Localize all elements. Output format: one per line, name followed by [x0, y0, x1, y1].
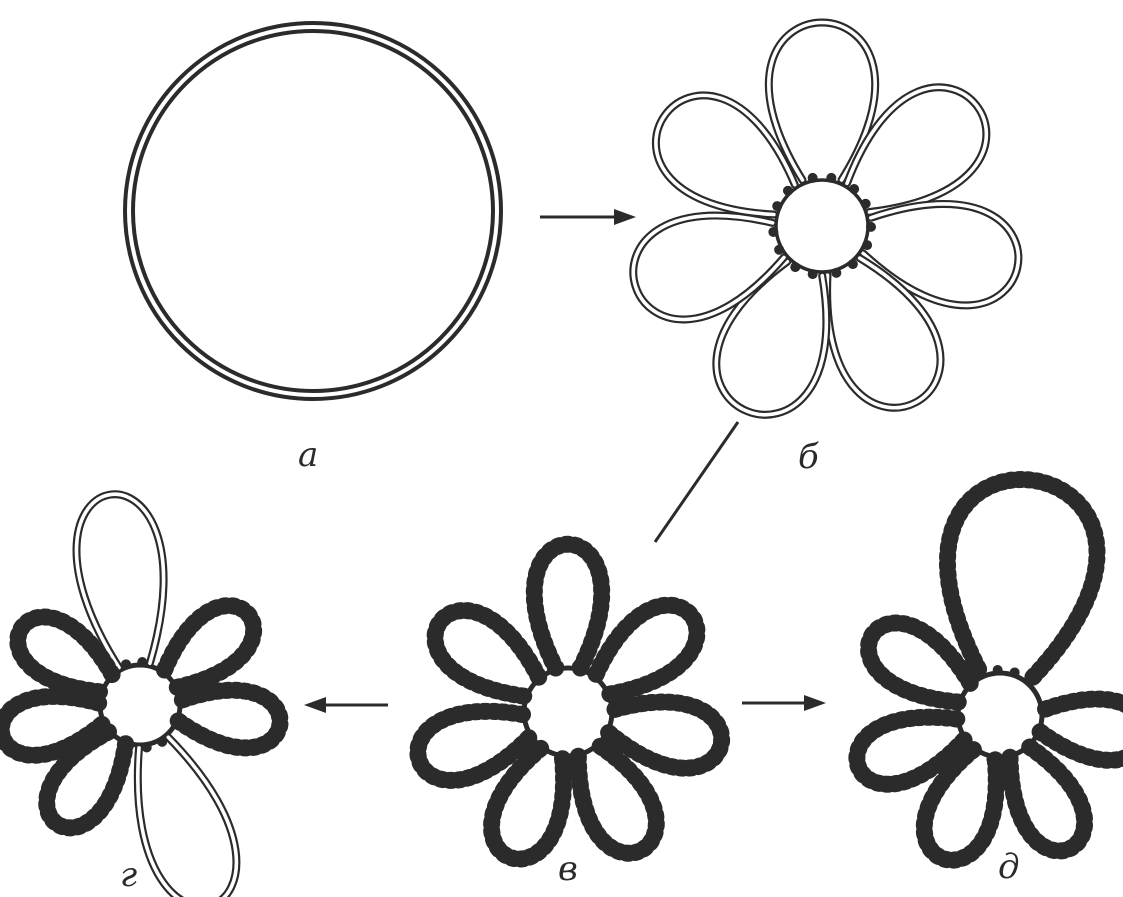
stage-e-anchor-2-1 — [1008, 753, 1018, 763]
stage-d-loop-3 — [138, 737, 237, 897]
stage-e-anchor-3-1 — [970, 748, 980, 758]
stage-b-anchor-0-0 — [808, 173, 818, 183]
stage-e-loop-2-coils — [1010, 747, 1085, 851]
stage-c-anchor-2-1 — [606, 725, 616, 735]
stage-b-loop-1 — [847, 87, 986, 212]
label-a: а — [298, 438, 318, 472]
stage-d-anchor-0-1 — [137, 657, 147, 667]
stage-b-loop-2-inner — [863, 204, 1018, 305]
stage-c-anchor-0-0 — [554, 661, 564, 671]
arrow-a-to-b — [540, 209, 636, 225]
stage-c-loop-0-coils — [534, 544, 601, 668]
stage-c-anchor-1-0 — [594, 672, 604, 682]
stage-b-loop-1-inner — [847, 87, 986, 212]
stage-d-anchor-6-1 — [104, 670, 114, 680]
stage-c-anchor-1-1 — [605, 686, 615, 696]
stage-e-anchor-1-1 — [1038, 725, 1048, 735]
stage-d-loop-2-coils — [178, 690, 280, 748]
stage-e-loop-1-coils — [1040, 699, 1123, 760]
connector-b-to-c — [655, 422, 738, 542]
stage-c-supercoiled-rosette — [418, 544, 722, 859]
stage-c-anchor-6-0 — [520, 688, 530, 698]
stage-c-loop-1-coils — [596, 605, 697, 694]
stage-b-anchor-1-1 — [861, 199, 871, 209]
stage-e-anchor-5-1 — [962, 679, 972, 689]
stage-b-anchor-3-1 — [831, 268, 841, 278]
stage-d-anchor-3-0 — [157, 737, 167, 747]
stage-c-anchor-2-0 — [610, 708, 620, 718]
label-b: б — [798, 440, 819, 474]
stage-d-anchor-1-1 — [173, 679, 183, 689]
stage-d-anchor-2-0 — [178, 698, 188, 708]
stage-b-anchor-6-0 — [772, 201, 782, 211]
stage-b-anchor-0-1 — [826, 173, 836, 183]
stage-c-anchor-5-0 — [522, 730, 532, 740]
stage-b-anchor-2-1 — [862, 240, 872, 250]
stage-c-anchor-0-1 — [572, 661, 582, 671]
label-d: г — [120, 858, 137, 892]
stage-d-anchor-1-0 — [162, 667, 172, 677]
stage-b-anchor-5-0 — [774, 245, 784, 255]
stage-d-anchor-3-1 — [142, 742, 152, 752]
stage-e-anchor-5-0 — [953, 694, 963, 704]
stage-d-anchor-5-0 — [95, 717, 105, 727]
stage-e-anchor-0-1 — [1010, 667, 1020, 677]
arrow-c-to-e — [742, 695, 826, 711]
stage-b-anchor-4-0 — [808, 269, 818, 279]
stage-b-anchor-4-1 — [790, 262, 800, 272]
stage-c-anchor-3-1 — [577, 752, 587, 762]
arrow-c-to-d — [304, 697, 388, 713]
stage-d-anchor-0-0 — [121, 659, 131, 669]
label-e: д — [998, 850, 1020, 884]
stage-b-rosette-loops — [633, 23, 1018, 415]
label-c: в — [558, 852, 578, 886]
stage-e-anchor-4-0 — [956, 733, 966, 743]
stage-e-merged-loop-rosette — [857, 480, 1123, 861]
stage-c-loop-6-coils — [435, 611, 539, 697]
stage-e-anchor-2-0 — [1023, 745, 1033, 755]
stage-b-anchor-6-1 — [783, 186, 793, 196]
stage-d-loop-1-coils — [164, 606, 254, 688]
stage-c-anchor-3-0 — [593, 744, 603, 754]
stage-e-anchor-3-0 — [986, 754, 996, 764]
stage-c-anchor-6-1 — [530, 673, 540, 683]
stage-a-circular-dna — [125, 23, 501, 399]
stage-e-anchor-4-1 — [951, 717, 961, 727]
stage-d-anchor-6-0 — [95, 684, 105, 694]
stage-b-anchor-5-1 — [768, 227, 778, 237]
stage-b-anchor-1-0 — [849, 184, 859, 194]
stage-b-loop-3-inner — [827, 258, 940, 408]
stage-d-anchor-4-0 — [118, 739, 128, 749]
stage-c-anchor-4-1 — [537, 746, 547, 756]
stage-e-anchor-0-0 — [993, 665, 1003, 675]
stage-e-anchor-1-0 — [1040, 708, 1050, 718]
stage-b-anchor-3-0 — [848, 259, 858, 269]
stage-e-loop-0-coils — [947, 480, 1097, 678]
stage-b-loop-4-inner — [716, 262, 826, 415]
stage-b-anchor-2-0 — [866, 222, 876, 232]
stage-b-loop-5-inner — [633, 216, 784, 320]
stage-c-anchor-5-1 — [516, 713, 526, 723]
stage-b-loop-3 — [827, 258, 940, 408]
stage-d-anchor-2-1 — [176, 714, 186, 724]
stage-d-partially-relaxed-rosette — [1, 494, 280, 897]
stage-d-anchor-5-1 — [92, 701, 102, 711]
stage-c-anchor-4-0 — [554, 753, 564, 763]
